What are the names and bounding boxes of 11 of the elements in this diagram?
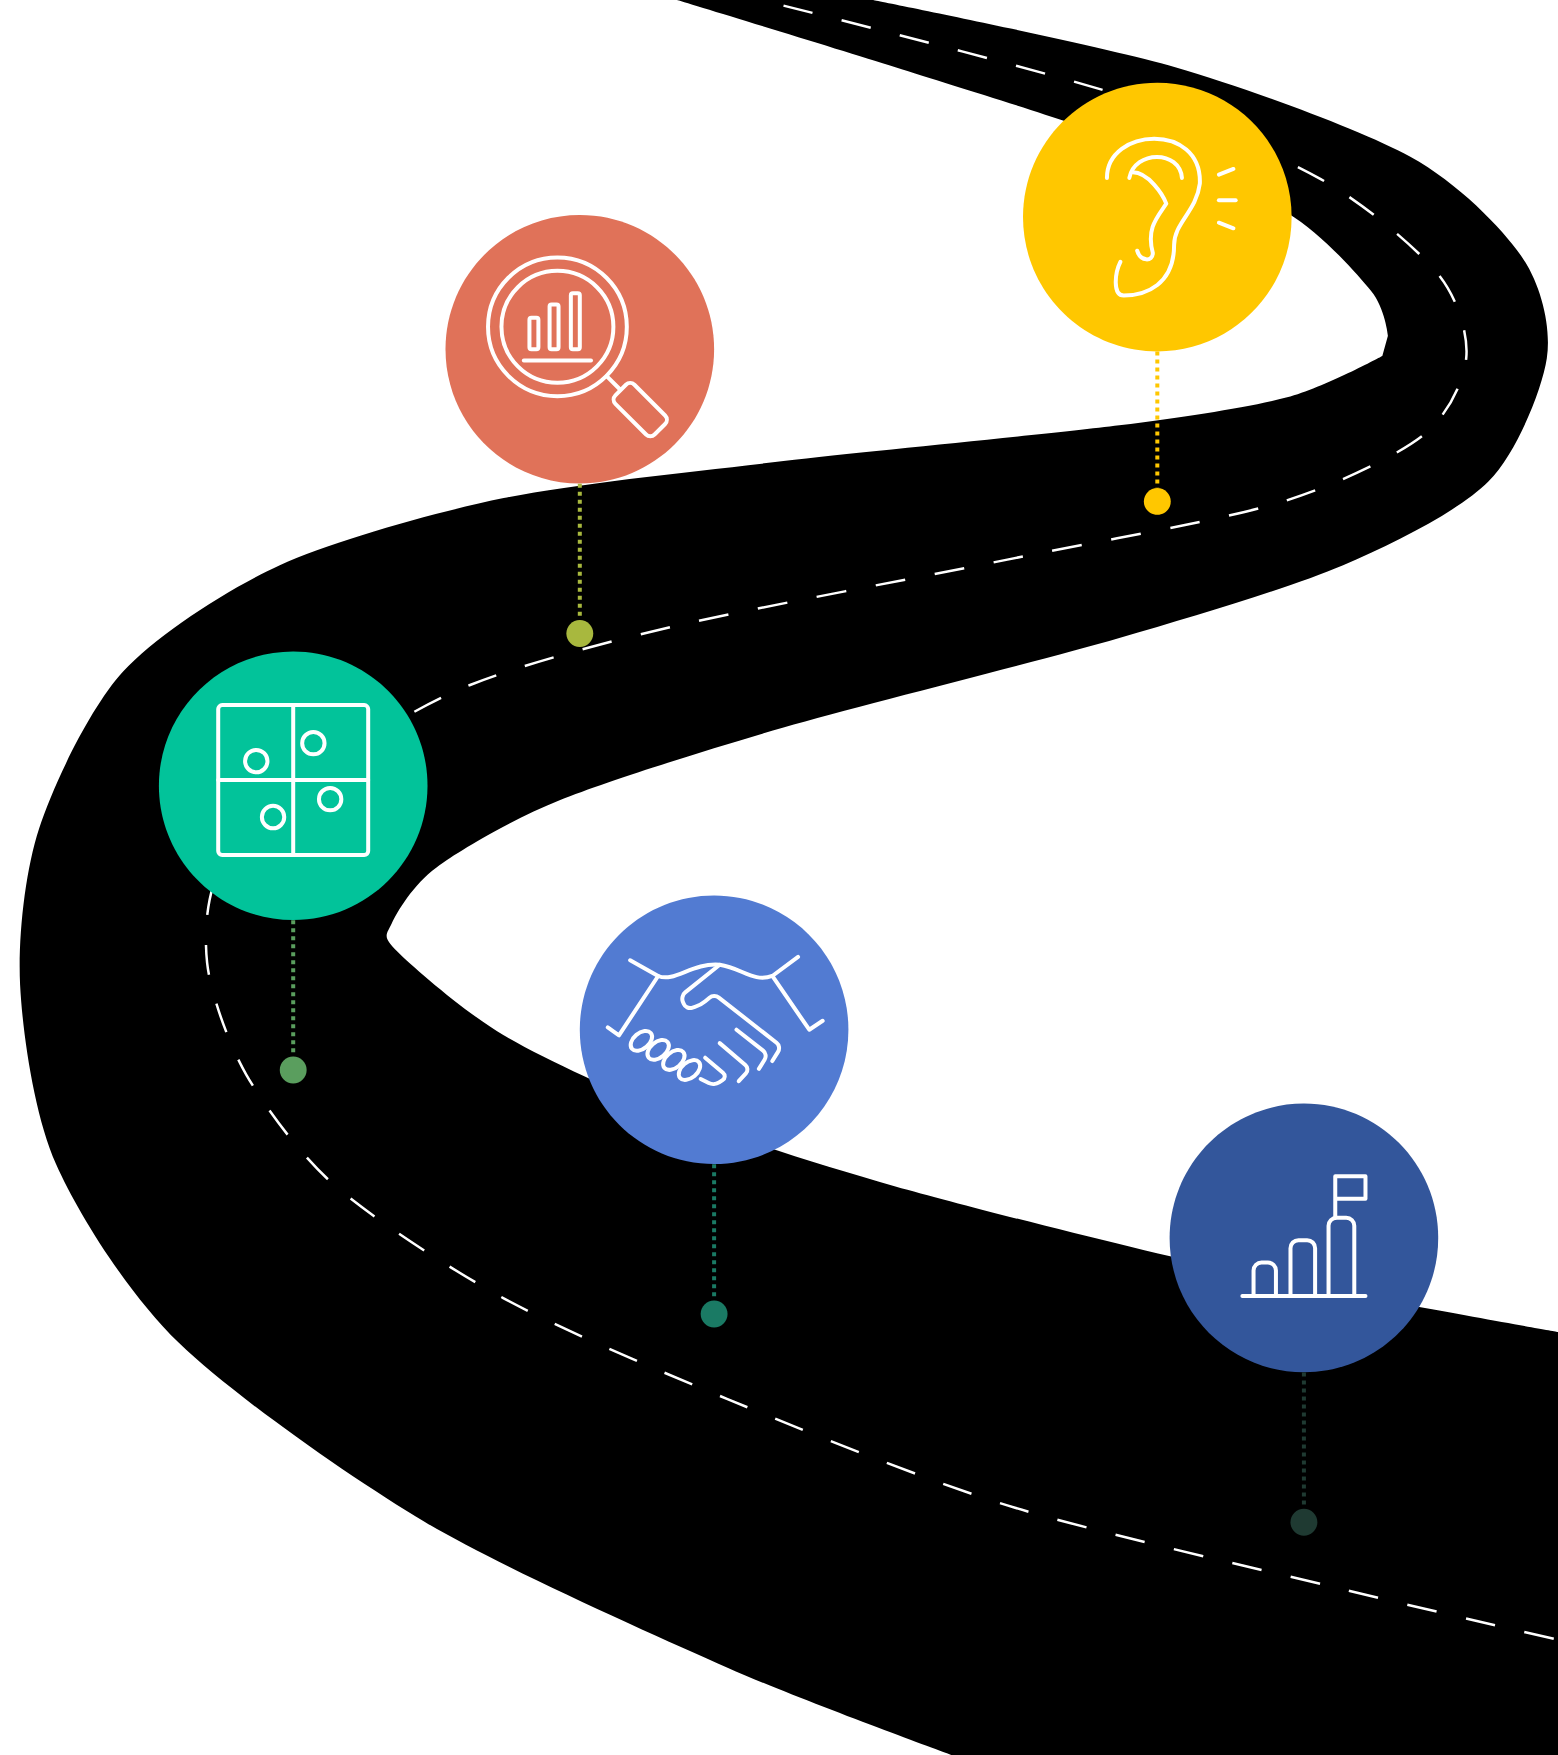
- marker-dot: [1290, 1508, 1318, 1536]
- marker-dot: [1143, 487, 1171, 515]
- step-circle: [579, 895, 849, 1164]
- step-circle: [445, 214, 715, 484]
- step-circle: [1023, 82, 1292, 352]
- leader-line: [1301, 1372, 1306, 1509]
- marker-dot: [566, 620, 594, 647]
- step-circle: [158, 651, 428, 920]
- marker-dot: [700, 1300, 728, 1328]
- step-circle: [1169, 1103, 1439, 1373]
- marker-dot: [279, 1056, 307, 1084]
